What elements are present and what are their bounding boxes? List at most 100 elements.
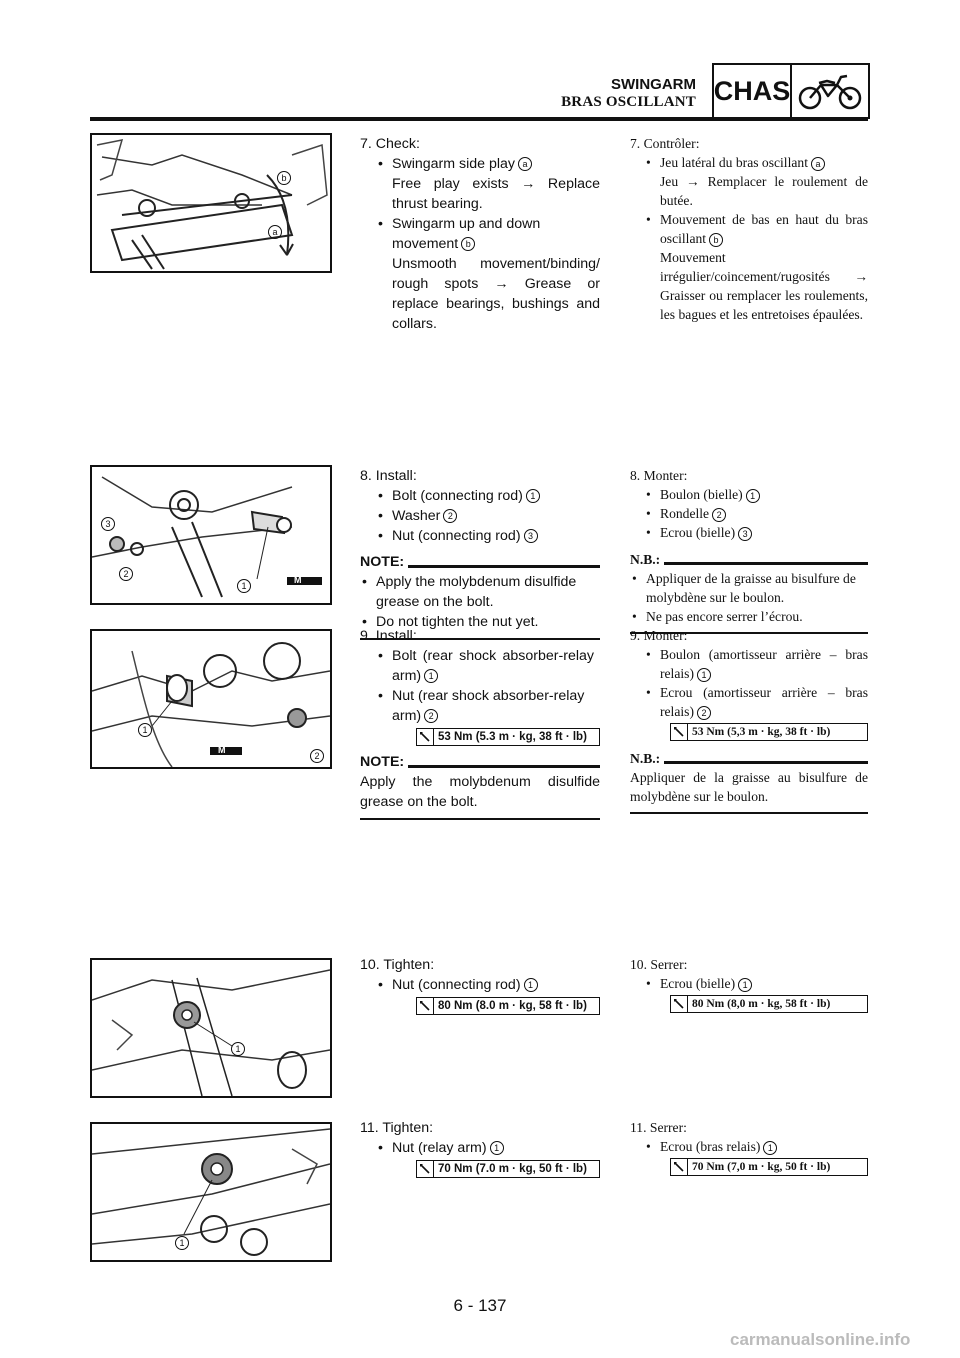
torque-wrench-icon [417,1161,434,1177]
figure-callout: 2 [310,749,324,763]
step-heading: 8. Install: [360,468,417,484]
step-heading: 11. Serrer: [630,1120,687,1135]
note-label: N.B.: [630,751,661,766]
callout-ref: 2 [696,705,711,720]
torque-value: 80 Nm (8,0 m · kg, 58 ft · lb) [692,997,831,1010]
torque-wrench-icon [417,998,434,1014]
page-number: 6 - 137 [453,1296,507,1315]
tighten-item: Nut (relay arm) [392,1140,487,1156]
callout-ref: 1 [738,977,753,992]
section-subtitle: BRAS OSCILLANT [561,94,696,110]
install-item: Bolt (connecting rod) [392,488,523,504]
chapter-badge-label: CHAS [714,65,792,117]
header-rule [90,117,868,121]
install-item: Washer [392,508,441,524]
note-text: Appliquer de la graisse au bisulfure de … [630,770,868,804]
figure-callout: 1 [138,723,152,737]
chapter-badge: CHAS [712,63,870,119]
note-item: Appliquer de la graisse au bisulfure de … [630,569,868,607]
install-item: Boulon (amortisseur arrière – bras relai… [660,647,868,681]
check-detail: Free play exists → Replace thrust bearin… [392,176,600,212]
install-item: Ecrou (amortisseur arrière – bras relais… [660,685,868,719]
figure-callout: 1 [231,1042,245,1056]
note-item: Ne pas encore serrer l’écrou. [630,607,868,626]
step-7-fr: 7. Contrôler: Jeu latéral du bras oscill… [630,134,868,324]
callout-ref: 2 [424,709,439,724]
note-heading: NOTE: [360,752,600,772]
step-9-en: 9. Install: Bolt (rear shock absorber-re… [360,626,600,820]
callout-ref: 1 [523,978,538,993]
step-heading: 11. Tighten: [360,1120,434,1136]
note-label: NOTE: [360,754,405,770]
torque-spec: 80 Nm (8.0 m · kg, 58 ft · lb) [416,997,600,1015]
note-label: N.B.: [630,552,661,567]
grease-mark-icon: M [294,575,302,585]
figure-shock-absorber-bolt: 1 2 M [90,629,332,769]
figure-swingarm-play: b a [90,133,332,273]
callout-ref: 1 [763,1140,778,1155]
torque-wrench-icon [671,996,688,1012]
callout-ref: a [518,157,533,172]
torque-value: 53 Nm (5.3 m · kg, 38 ft · lb) [438,731,587,743]
section-title: SWINGARM [611,76,696,93]
step-heading: 7. Contrôler: [630,136,700,151]
step-heading: 10. Tighten: [360,957,435,973]
callout-ref: 1 [696,667,711,682]
note-heading: N.B.: [630,749,868,768]
grease-mark-icon: M [218,745,226,755]
install-item: Ecrou (bielle) [660,525,736,540]
figure-connecting-rod-nut: 1 [90,958,332,1098]
tighten-item: Nut (connecting rod) [392,977,521,993]
step-10-en: 10. Tighten: Nut (connecting rod)1 80 Nm… [360,955,600,1015]
callout-ref: 1 [525,489,540,504]
figure-callout: 1 [237,579,251,593]
check-detail: Mouvement irrégulier/coincement/rugosité… [660,250,868,322]
note-end-rule [360,638,600,640]
note-end-rule [630,632,868,634]
install-item: Bolt (rear shock absorber-relay arm) [392,648,594,684]
step-11-fr: 11. Serrer: Ecrou (bras relais)1 70 Nm (… [630,1118,868,1176]
check-item: Mouvement de bas en haut du bras oscilla… [660,212,868,246]
callout-ref: b [709,232,724,247]
step-10-fr: 10. Serrer: Ecrou (bielle)1 80 Nm (8,0 m… [630,955,868,1013]
torque-wrench-icon [671,724,688,740]
torque-spec: 80 Nm (8,0 m · kg, 58 ft · lb) [670,995,868,1013]
torque-spec: 70 Nm (7.0 m · kg, 50 ft · lb) [416,1160,600,1178]
check-item: Jeu latéral du bras oscillant [660,155,808,170]
callout-ref: a [810,156,825,171]
note-label: NOTE: [360,554,405,570]
callout-ref: 3 [523,529,538,544]
step-heading: 10. Serrer: [630,957,688,972]
figure-connecting-rod-bolt: 3 2 1 M [90,465,332,605]
figure-relay-arm-nut: 1 [90,1122,332,1262]
check-detail: Jeu → Remplacer le roulement de butée. [660,174,868,208]
callout-ref: 2 [443,509,458,524]
step-9-fr: 9. Monter: Boulon (amortisseur arrière –… [630,626,868,814]
figure-callout: 3 [101,517,115,531]
motorcycle-icon [792,65,868,117]
install-item: Nut (rear shock absorber-relay arm) [392,688,585,724]
torque-wrench-icon [671,1159,688,1175]
step-heading: 9. Install: [360,628,417,644]
note-heading: NOTE: [360,552,600,572]
callout-ref: 1 [424,669,439,684]
check-item: Swingarm up and down movement [392,216,541,252]
note-item: Apply the molybdenum disulfide grease on… [360,572,600,612]
figure-callout: 1 [175,1236,189,1250]
note-item: Do not tighten the nut yet. [360,612,600,632]
torque-wrench-icon [417,729,434,745]
check-detail: Unsmooth movement/binding/ rough spots →… [392,256,600,332]
tighten-item: Ecrou (bras relais) [660,1139,761,1154]
torque-value: 80 Nm (8.0 m · kg, 58 ft · lb) [438,1000,587,1012]
callout-ref: b [461,237,476,252]
torque-spec: 53 Nm (5,3 m · kg, 38 ft · lb) [670,723,868,741]
figure-callout: 2 [119,567,133,581]
step-heading: 9. Monter: [630,628,688,643]
callout-ref: 1 [489,1141,504,1156]
torque-spec: 70 Nm (7,0 m · kg, 50 ft · lb) [670,1158,868,1176]
torque-value: 70 Nm (7.0 m · kg, 50 ft · lb) [438,1163,587,1175]
check-item: Swingarm side play [392,156,516,172]
watermark: carmanualsonline.info [730,1330,911,1349]
